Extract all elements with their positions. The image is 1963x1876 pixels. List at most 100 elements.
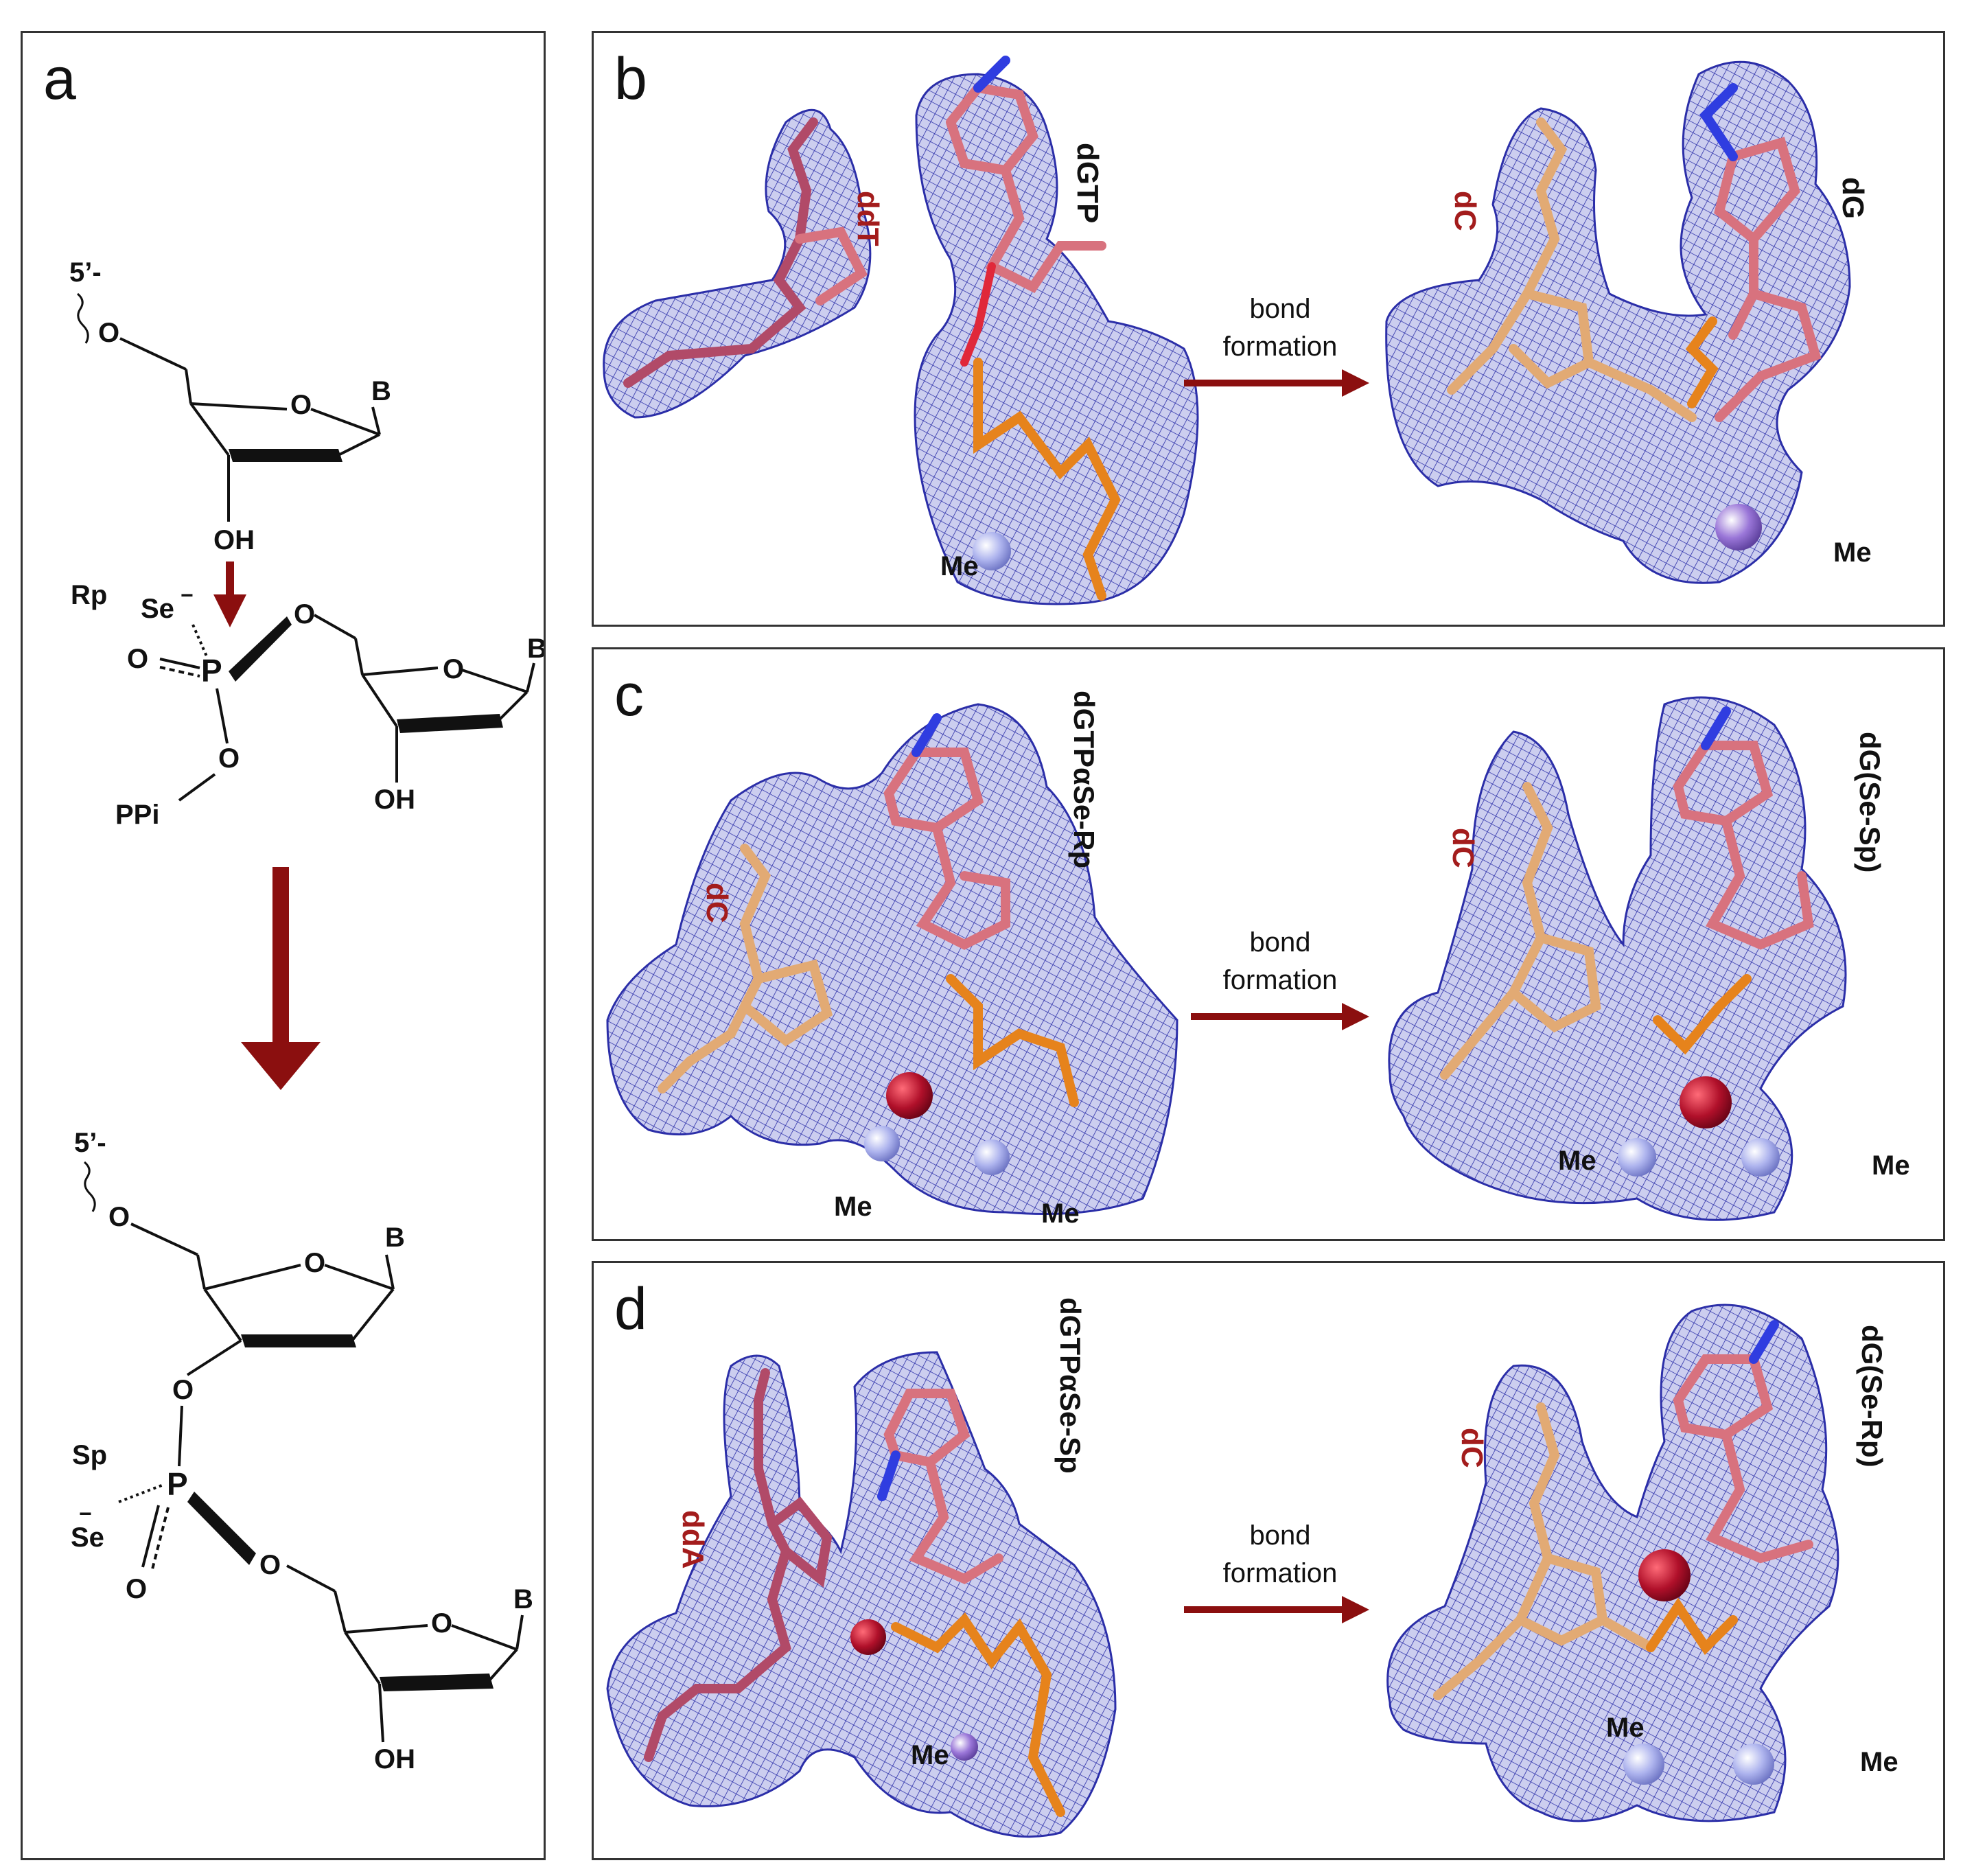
me-label-3: Me bbox=[1558, 1146, 1596, 1176]
o5-atom-bottom: O bbox=[108, 1202, 130, 1232]
bond-formation-line1: bond bbox=[1250, 1520, 1311, 1551]
se-charge: − bbox=[181, 583, 194, 607]
panel-d: d ddA dGTPαSe-Sp Me bond formation bbox=[592, 1261, 1945, 1860]
o3-atom: O bbox=[172, 1375, 194, 1405]
base-label: B bbox=[371, 376, 391, 406]
sp-label: Sp bbox=[72, 1440, 107, 1470]
bridge-oxygen: O bbox=[294, 599, 315, 629]
me-label-4: Me bbox=[1872, 1150, 1910, 1181]
five-prime-label: 5’- bbox=[69, 257, 102, 288]
panel-b: b ddT dGTP Me bond formation bbox=[592, 31, 1945, 627]
ring-oxygen: O bbox=[290, 390, 312, 420]
bridge-wedge bbox=[229, 616, 292, 682]
me-label-1: Me bbox=[911, 1740, 949, 1770]
dg-sticks bbox=[1685, 83, 1822, 422]
panel-c-structure: dC dGTPαSe-Rp Me Me bond formation dC dG… bbox=[606, 691, 1910, 1229]
hydroxyl-label: OH bbox=[213, 525, 255, 555]
top-sugar-bonds bbox=[119, 337, 381, 522]
dgtp-density-mesh bbox=[914, 73, 1199, 605]
dc-product-sticks bbox=[1440, 782, 1601, 1080]
bond-formation-arrowhead bbox=[1342, 1003, 1369, 1030]
hydroxyl-bottom: OH bbox=[374, 1744, 415, 1774]
ppi-label: PPi bbox=[115, 800, 159, 830]
reactant-density-mesh bbox=[606, 703, 1178, 1215]
dg-label: dG bbox=[1836, 177, 1870, 219]
metal-ion bbox=[951, 1733, 978, 1761]
phosphorus-bottom: P bbox=[167, 1466, 188, 1502]
dgtp-se-rp-label: dGTPαSe-Rp bbox=[1068, 691, 1100, 868]
panel-c: c dC dGTPαSe-Rp Me Me bond formation bbox=[592, 647, 1945, 1241]
se-charge-bottom: − bbox=[79, 1501, 92, 1526]
bond-formation-line2: formation bbox=[1223, 332, 1338, 362]
metal-ion bbox=[973, 532, 1011, 570]
dgtp-se-sp-sticks bbox=[877, 1389, 1065, 1817]
selenium-atom-product bbox=[1638, 1549, 1691, 1601]
middle-bonds bbox=[159, 614, 535, 802]
dc-label: dC bbox=[1448, 191, 1482, 231]
wavy-bond-bottom bbox=[83, 1161, 96, 1212]
dc-product-label: dC bbox=[1455, 1428, 1489, 1468]
panel-d-structure: ddA dGTPαSe-Sp Me bond formation dC dG(S… bbox=[606, 1297, 1898, 1838]
dgtp-sticks bbox=[946, 56, 1121, 601]
reactant-density-mesh bbox=[606, 1351, 1117, 1838]
dc-product-sticks bbox=[1433, 1402, 1656, 1700]
bottom-sugar-wedge bbox=[241, 1334, 356, 1347]
bond-formation-line2: formation bbox=[1223, 965, 1338, 995]
panel-a: a 5’- O O B OH Rp Se − O bbox=[21, 31, 546, 1860]
ring-oxygen-bottom: O bbox=[304, 1248, 325, 1278]
panel-letter: a bbox=[43, 46, 76, 112]
lower-oxygen: O bbox=[218, 743, 240, 774]
metal-ion-product-1 bbox=[1618, 1138, 1656, 1177]
double-oxygen-bottom: O bbox=[126, 1574, 147, 1604]
dgtp-se-rp-sticks bbox=[883, 713, 1079, 1107]
dc-sticks bbox=[1447, 117, 1697, 422]
top-sugar-wedge bbox=[229, 449, 342, 462]
ddt-sticks bbox=[623, 117, 868, 388]
ring-oxygen-bottom-2: O bbox=[431, 1608, 452, 1638]
me-label-3: Me bbox=[1860, 1747, 1898, 1777]
metal-ion-product bbox=[1715, 504, 1762, 551]
base-label-bottom: B bbox=[385, 1223, 405, 1253]
reaction-arrowhead bbox=[241, 1042, 321, 1090]
dda-sticks bbox=[644, 1368, 833, 1762]
hydroxyl-middle: OH bbox=[374, 785, 415, 815]
ddt-label: ddT bbox=[851, 191, 885, 246]
dc-product-label: dC bbox=[1446, 828, 1480, 868]
panel-letter: c bbox=[614, 662, 644, 728]
base-label-middle: B bbox=[527, 634, 544, 664]
middle-sugar-wedge bbox=[397, 714, 503, 733]
dc-label: dC bbox=[700, 883, 734, 923]
dg-se-sp-label: dG(Se-Sp) bbox=[1854, 732, 1886, 872]
dg-se-rp-label: dG(Se-Rp) bbox=[1856, 1325, 1888, 1468]
metal-ion-product-2 bbox=[1741, 1138, 1780, 1177]
product-density-mesh bbox=[1388, 696, 1847, 1221]
dgtp-label: dGTP bbox=[1071, 143, 1104, 223]
me-label-left: Me bbox=[940, 551, 979, 581]
base-label-bottom-2: B bbox=[513, 1584, 533, 1614]
me-label-right: Me bbox=[1833, 537, 1872, 568]
double-oxygen: O bbox=[127, 644, 148, 674]
bond-formation-line1: bond bbox=[1250, 927, 1311, 958]
bond-formation-arrowhead bbox=[1342, 1596, 1369, 1623]
product-density-mesh bbox=[1385, 60, 1851, 584]
dg-se-rp-sticks bbox=[1646, 1320, 1813, 1655]
selenium-atom bbox=[886, 1072, 933, 1119]
product-density-mesh bbox=[1386, 1304, 1839, 1822]
rp-label: Rp bbox=[71, 580, 107, 610]
bottom-sugar-wedge-2 bbox=[380, 1674, 493, 1691]
panel-letter: d bbox=[614, 1276, 647, 1342]
me-label-1: Me bbox=[834, 1192, 872, 1222]
metal-ion-1 bbox=[864, 1126, 900, 1161]
bridge-oxygen-bottom: O bbox=[259, 1550, 281, 1580]
me-label-2: Me bbox=[1606, 1713, 1645, 1743]
metal-ion-2 bbox=[974, 1139, 1010, 1175]
reaction-scheme: 5’- O O B OH Rp Se − O P O O bbox=[69, 257, 544, 1774]
bottom-bonds bbox=[118, 1223, 524, 1743]
bond-formation-line2: formation bbox=[1223, 1558, 1338, 1588]
phosphorus-atom: P bbox=[201, 653, 222, 688]
dg-se-sp-sticks bbox=[1653, 706, 1814, 1055]
me-label-2: Me bbox=[1041, 1198, 1080, 1229]
se-atom: Se bbox=[141, 594, 174, 624]
dgtp-se-sp-label: dGTPαSe-Sp bbox=[1054, 1297, 1087, 1474]
bond-formation-arrowhead bbox=[1342, 369, 1369, 397]
